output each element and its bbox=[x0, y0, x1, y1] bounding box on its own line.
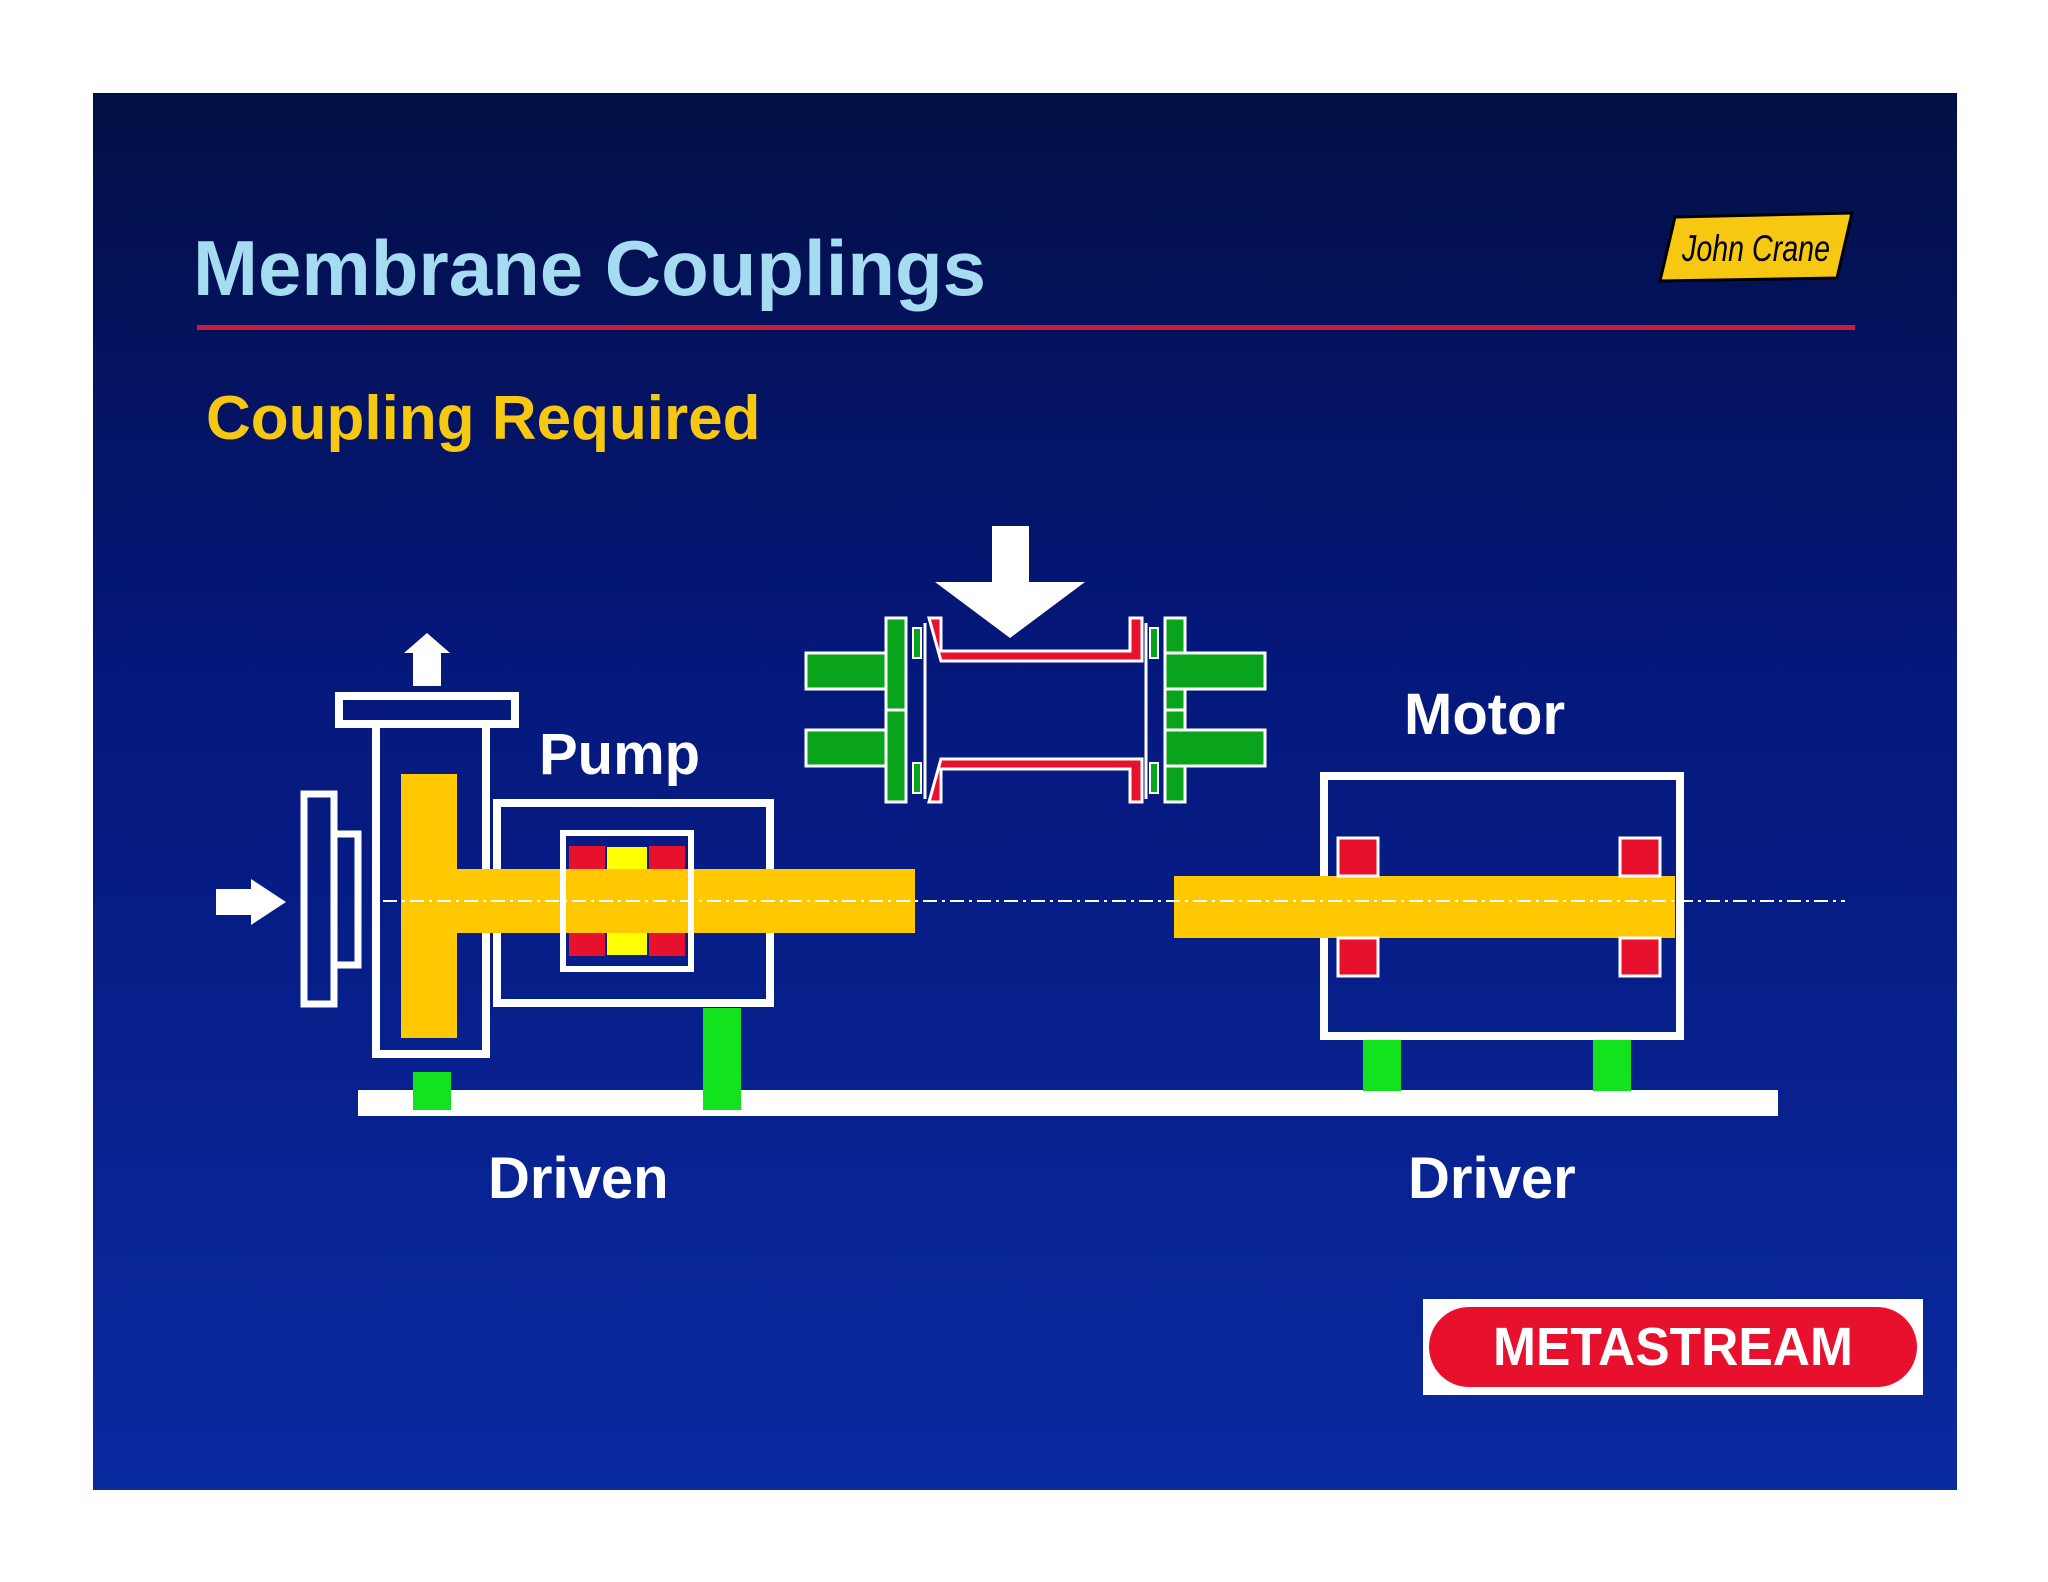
pump-foot-rear bbox=[703, 1008, 741, 1110]
pump-motor-coupling-diagram: John Crane METASTREAM bbox=[216, 211, 1923, 1395]
metastream-logo-text: METASTREAM bbox=[1493, 1317, 1853, 1377]
motor-bearing bbox=[1336, 836, 1380, 878]
coupling-right-membrane bbox=[1144, 623, 1159, 799]
coupling-left-membrane bbox=[912, 623, 927, 799]
pump-bearing-lower-race bbox=[607, 933, 647, 955]
motor-bearing bbox=[1618, 836, 1662, 878]
motor-bearing bbox=[1618, 936, 1662, 978]
slide-subtitle: Coupling Required bbox=[206, 384, 761, 453]
motor-foot-right bbox=[1593, 1033, 1631, 1091]
metastream-logo: METASTREAM bbox=[1423, 1299, 1923, 1395]
pump-suction-flange bbox=[300, 790, 338, 1008]
pump-bearing-upper-race bbox=[607, 847, 647, 869]
coupling-left-hub bbox=[804, 616, 908, 804]
motor-foot-left bbox=[1363, 1033, 1401, 1091]
coupling-spacer bbox=[927, 616, 1144, 804]
flow-arrow-right-icon bbox=[216, 879, 286, 925]
motor-shaft bbox=[1174, 876, 1675, 938]
driven-label: Driven bbox=[488, 1146, 669, 1211]
john-crane-logo: John Crane bbox=[1658, 211, 1854, 283]
pump-label: Pump bbox=[539, 722, 701, 787]
slide-title: Membrane Couplings bbox=[193, 224, 987, 312]
pump-discharge-flange bbox=[335, 692, 519, 728]
pump-suction-nozzle bbox=[330, 830, 362, 969]
pump-bearing bbox=[649, 846, 685, 869]
coupling-right-hub bbox=[1163, 616, 1267, 804]
pump-bearing bbox=[569, 933, 605, 956]
pump-impeller bbox=[401, 774, 457, 1038]
driver-label: Driver bbox=[1408, 1146, 1576, 1211]
flow-arrow-up-icon bbox=[404, 633, 450, 686]
pump-bearing bbox=[649, 933, 685, 956]
pump-bearing bbox=[569, 846, 605, 869]
slide: Membrane Couplings Coupling Required bbox=[93, 93, 1957, 1490]
motor-bearing bbox=[1336, 936, 1380, 978]
title-divider bbox=[197, 325, 1855, 330]
motor-label: Motor bbox=[1404, 682, 1566, 747]
john-crane-logo-text: John Crane bbox=[1681, 228, 1830, 269]
pump-foot-front bbox=[413, 1072, 451, 1110]
insert-arrow-down-icon bbox=[935, 526, 1085, 638]
base-plate bbox=[358, 1090, 1778, 1116]
